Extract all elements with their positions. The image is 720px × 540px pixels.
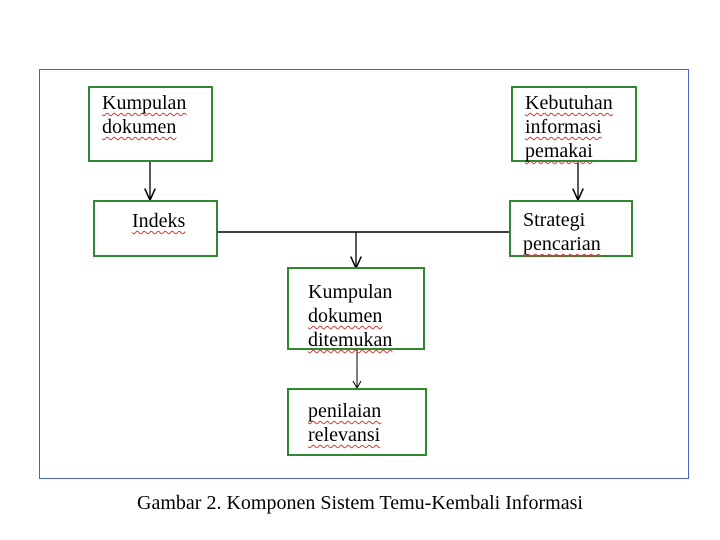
node-line: dokumen (308, 305, 383, 327)
diagram-frame (39, 69, 689, 479)
node-kumpulan-dokumen: Kumpulan dokumen (88, 86, 213, 162)
node-line: informasi (525, 116, 602, 138)
node-line: pemakai (525, 140, 593, 162)
figure-caption: Gambar 2. Komponen Sistem Temu-Kembali I… (137, 492, 583, 514)
node-line: ditemukan (308, 329, 393, 351)
node-line: relevansi (308, 424, 381, 446)
node-line: pencarian (523, 233, 601, 255)
node-indeks: Indeks (93, 200, 218, 257)
node-line: Kebutuhan (525, 92, 613, 114)
node-kebutuhan-informasi-pemakai: Kebutuhan informasi pemakai (511, 86, 637, 162)
node-kumpulan-dokumen-ditemukan: Kumpulan dokumen ditemukan (287, 267, 425, 351)
node-line: Indeks (132, 210, 186, 232)
node-penilaian-relevansi: penilaian relevansi (287, 388, 427, 456)
node-strategi-pencarian: Strategi pencarian (509, 200, 633, 257)
node-line: dokumen (102, 116, 177, 138)
node-line: Strategi (523, 209, 586, 231)
node-line: penilaian (308, 400, 382, 422)
node-line: Kumpulan (102, 92, 187, 114)
node-line: Kumpulan (308, 281, 393, 303)
